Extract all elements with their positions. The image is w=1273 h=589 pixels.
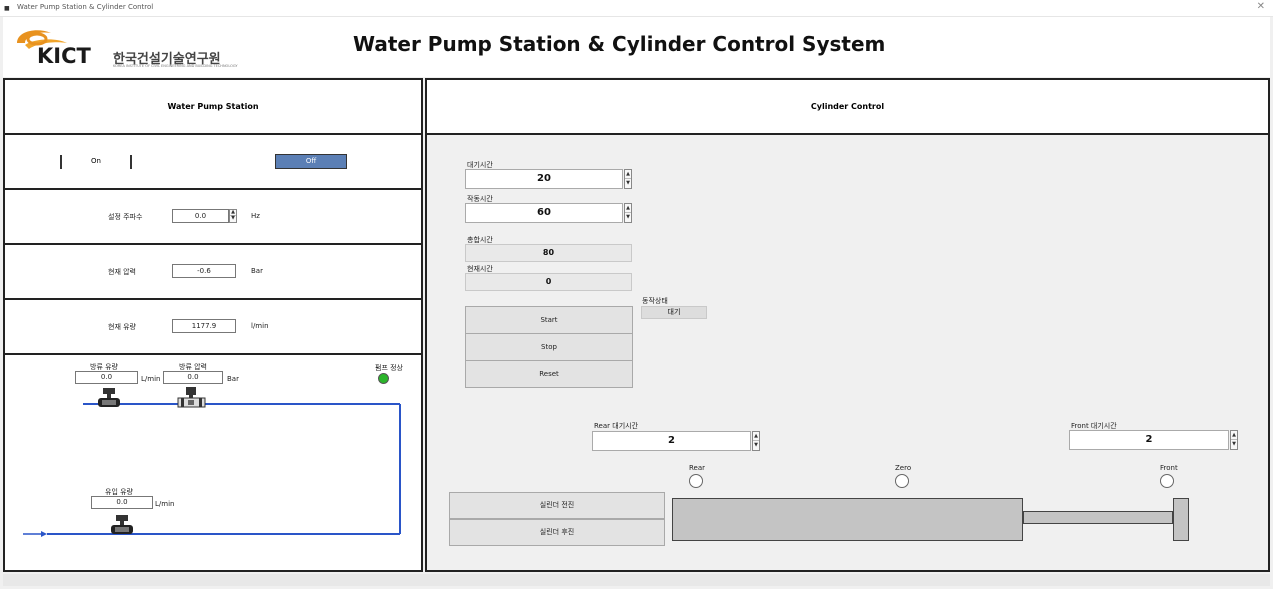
current-pressure-section: 현재 압력 -0.6 Bar bbox=[5, 245, 421, 300]
logo-korean: 한국건설기술연구원 bbox=[113, 52, 221, 67]
set-frequency-unit: Hz bbox=[251, 212, 260, 220]
zero-position-label: Zero bbox=[895, 464, 912, 472]
current-flow-section: 현재 유량 1177.9 l/min bbox=[5, 300, 421, 355]
pump-onoff-section: On Off bbox=[5, 135, 421, 190]
work-time-label: 작동시간 bbox=[467, 195, 493, 203]
outflow-pressure-unit: Bar bbox=[227, 375, 239, 383]
water-pipe bbox=[47, 403, 401, 535]
stop-button[interactable]: Stop bbox=[465, 333, 633, 361]
inflow-flow-label: 유입 유량 bbox=[105, 488, 133, 496]
work-time-input[interactable]: 60 bbox=[465, 203, 623, 223]
stepper-down-icon[interactable]: ▼ bbox=[231, 215, 235, 221]
page-title: Water Pump Station & Cylinder Control Sy… bbox=[353, 32, 886, 56]
logo-text: KICT bbox=[37, 44, 91, 68]
front-position-label: Front bbox=[1160, 464, 1178, 472]
pump-status-led-icon bbox=[378, 373, 389, 384]
pump-on-button[interactable]: On bbox=[60, 155, 132, 169]
cylinder-title-section: Cylinder Control bbox=[427, 80, 1268, 135]
wait-time-input[interactable]: 20 bbox=[465, 169, 623, 189]
reset-button[interactable]: Reset bbox=[465, 360, 633, 388]
outflow-pressure-sensor-icon bbox=[177, 387, 206, 408]
current-pressure-unit: Bar bbox=[251, 267, 263, 275]
stepper-down-icon[interactable]: ▼ bbox=[626, 214, 630, 220]
rear-wait-time-input[interactable]: 2 bbox=[592, 431, 751, 451]
set-frequency-input[interactable]: 0.0 bbox=[172, 209, 229, 223]
outflow-pressure-label: 방류 압력 bbox=[179, 363, 207, 371]
set-frequency-label: 설정 주파수 bbox=[108, 213, 143, 221]
inflow-flow-unit: L/min bbox=[155, 500, 175, 508]
rear-position-indicator[interactable] bbox=[689, 474, 703, 488]
cylinder-extend-button[interactable]: 실린더 전진 bbox=[449, 492, 665, 519]
operation-status-value: 대기 bbox=[641, 306, 707, 319]
outflow-flow-label: 방류 유량 bbox=[90, 363, 118, 371]
work-time-stepper[interactable]: ▲ ▼ bbox=[624, 203, 632, 223]
outflow-pressure-value: 0.0 bbox=[163, 371, 223, 384]
close-icon[interactable]: ✕ bbox=[1256, 1, 1265, 12]
wait-time-label: 대기시간 bbox=[467, 161, 493, 169]
rear-position-label: Rear bbox=[689, 464, 706, 472]
outflow-flow-unit: L/min bbox=[141, 375, 161, 383]
title-bar: ■ Water Pump Station & Cylinder Control … bbox=[0, 0, 1273, 17]
cylinder-section-title: Cylinder Control bbox=[810, 102, 885, 111]
header: KICT 한국건설기술연구원 KOREA INSTITUTE OF CIVIL … bbox=[3, 17, 1270, 77]
outflow-flow-value: 0.0 bbox=[75, 371, 138, 384]
stepper-down-icon[interactable]: ▼ bbox=[1232, 441, 1236, 447]
cylinder-head bbox=[1173, 498, 1189, 541]
inflow-arrow-icon bbox=[23, 531, 47, 537]
front-position-indicator[interactable] bbox=[1160, 474, 1174, 488]
stepper-down-icon[interactable]: ▼ bbox=[754, 442, 758, 448]
front-wait-time-stepper[interactable]: ▲ ▼ bbox=[1230, 430, 1238, 450]
outflow-valve-icon bbox=[98, 388, 120, 407]
stepper-down-icon[interactable]: ▼ bbox=[626, 180, 630, 186]
set-frequency-stepper[interactable]: ▲ ▼ bbox=[229, 209, 237, 223]
set-frequency-section: 설정 주파수 0.0 ▲ ▼ Hz bbox=[5, 190, 421, 245]
status-strip bbox=[3, 574, 1270, 586]
current-flow-unit: l/min bbox=[251, 322, 269, 330]
rear-wait-time-label: Rear 대기시간 bbox=[594, 422, 639, 430]
pump-section-title: Water Pump Station bbox=[167, 102, 259, 111]
zero-position-indicator[interactable] bbox=[895, 474, 909, 488]
stepper-up-icon[interactable]: ▲ bbox=[625, 205, 631, 213]
kict-logo: KICT 한국건설기술연구원 KOREA INSTITUTE OF CIVIL … bbox=[11, 23, 251, 71]
current-flow-value: 1177.9 bbox=[172, 319, 236, 333]
pump-status-label: 펌프 정상 bbox=[375, 364, 403, 372]
water-pump-panel: Water Pump Station On Off 설정 주파수 0.0 ▲ ▼… bbox=[3, 78, 423, 572]
current-time-label: 현재시간 bbox=[467, 265, 493, 273]
pump-title-section: Water Pump Station bbox=[5, 80, 421, 135]
inflow-flow-value: 0.0 bbox=[91, 496, 153, 509]
cylinder-retract-button[interactable]: 실린더 후진 bbox=[449, 519, 665, 546]
pipe-diagram-section: 방류 유량 0.0 L/min 방류 압력 0.0 Bar 펌프 정상 유입 유… bbox=[5, 355, 421, 570]
kict-logo-swirl-icon bbox=[17, 30, 67, 49]
window-title: Water Pump Station & Cylinder Control bbox=[17, 3, 154, 11]
current-flow-label: 현재 유량 bbox=[108, 323, 136, 331]
pump-off-button[interactable]: Off bbox=[275, 154, 347, 169]
pipe-diagram bbox=[23, 387, 401, 537]
wait-time-stepper[interactable]: ▲ ▼ bbox=[624, 169, 632, 189]
total-time-value: 80 bbox=[465, 244, 632, 262]
front-wait-time-input[interactable]: 2 bbox=[1069, 430, 1229, 450]
current-time-value: 0 bbox=[465, 273, 632, 291]
cylinder-rod bbox=[1023, 511, 1173, 524]
stepper-up-icon[interactable]: ▲ bbox=[230, 209, 236, 216]
stepper-up-icon[interactable]: ▲ bbox=[753, 433, 759, 441]
cylinder-control-panel: Cylinder Control 대기시간 20 ▲ ▼ 작동시간 60 ▲ ▼… bbox=[425, 78, 1270, 572]
inflow-valve-icon bbox=[111, 515, 133, 534]
operation-status-label: 동작상태 bbox=[642, 297, 668, 305]
stepper-up-icon[interactable]: ▲ bbox=[625, 171, 631, 179]
start-button[interactable]: Start bbox=[465, 306, 633, 334]
total-time-label: 총합시간 bbox=[467, 236, 493, 244]
logo-english: KOREA INSTITUTE OF CIVIL ENGINEERING AND… bbox=[113, 64, 238, 68]
current-pressure-label: 현재 압력 bbox=[108, 268, 136, 276]
cylinder-body bbox=[672, 498, 1023, 541]
app-icon: ■ bbox=[4, 5, 10, 12]
rear-wait-time-stepper[interactable]: ▲ ▼ bbox=[752, 431, 760, 451]
stepper-up-icon[interactable]: ▲ bbox=[1231, 432, 1237, 440]
front-wait-time-label: Front 대기시간 bbox=[1071, 422, 1117, 430]
current-pressure-value: -0.6 bbox=[172, 264, 236, 278]
